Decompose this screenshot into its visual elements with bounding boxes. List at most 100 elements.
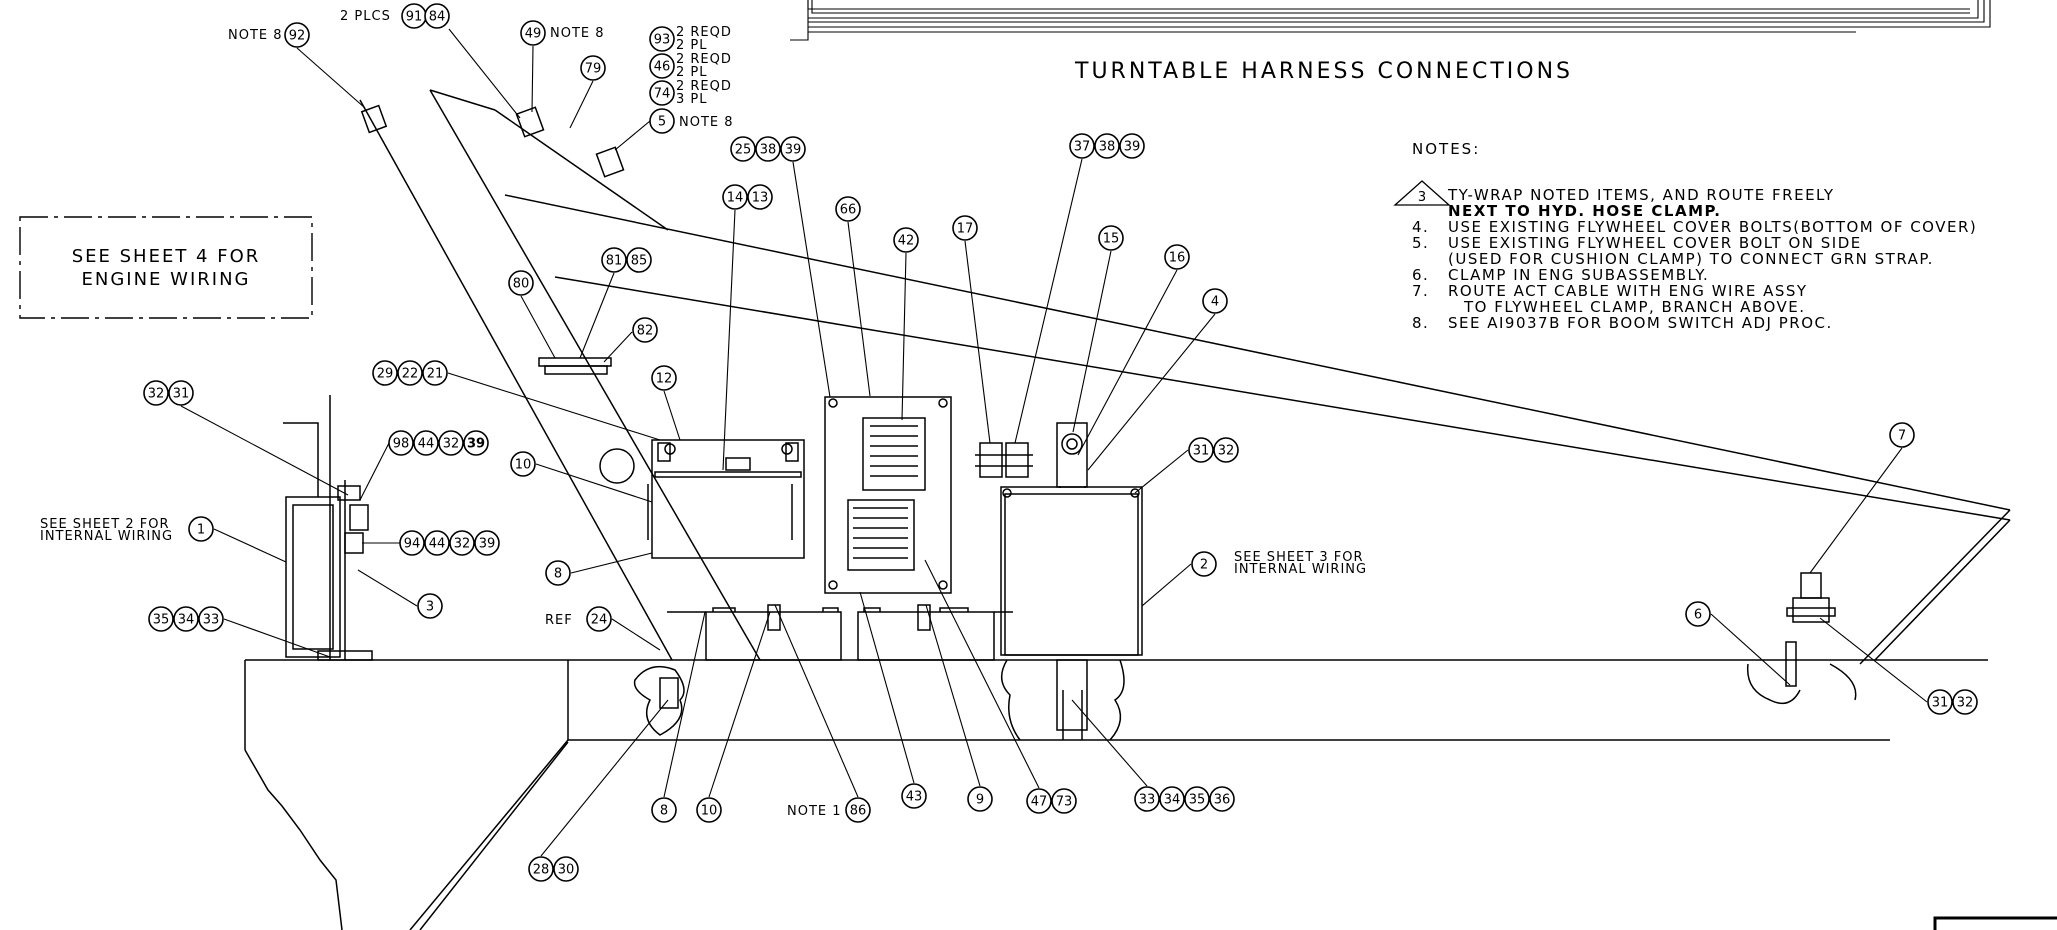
item-balloon-8: 8 [651,797,677,823]
label-note8-b: NOTE 8 [550,26,605,41]
balloon-number: 30 [558,863,575,878]
title-block-corner [1933,916,2057,930]
item-balloon-32: 32 [143,380,169,406]
balloon-number: 39 [1124,140,1141,155]
balloon-circle [649,26,675,52]
note7-line2: TO FLYWHEEL CLAMP, BRANCH ABOVE. [1463,298,1806,316]
balloon-circle [143,380,169,406]
control-box-right [1000,486,1143,741]
right-switch [1746,572,1857,705]
balloon-number: 39 [785,143,802,158]
note6-number: 6. [1412,266,1429,284]
balloon-circle [601,247,627,273]
item-balloon-34: 34 [1159,786,1185,812]
item-balloon-74: 74 [649,80,675,106]
note4-number: 4. [1412,218,1429,236]
balloon-circle [893,227,919,253]
balloon-number: 36 [1214,793,1231,808]
balloon-circle [1927,689,1953,715]
label-ref: REF [545,613,573,628]
connector-pair [975,442,1033,478]
balloon-circle [626,247,652,273]
balloon-circle [1952,689,1978,715]
balloon-number: 74 [654,87,671,102]
frame-cutout [633,665,685,736]
balloon-number: 2 [1200,558,1208,573]
balloon-circle [967,786,993,812]
label-note8-c: NOTE 8 [679,115,734,130]
balloon-circle [1134,786,1160,812]
balloon-circle [1164,244,1190,270]
balloon-circle [722,184,748,210]
balloon-number: 98 [393,437,410,452]
note3-number: 3 [1418,190,1426,205]
item-balloon-13: 13 [747,184,773,210]
balloon-circle [1213,437,1239,463]
balloon-circle [463,430,489,456]
item-balloon-46: 46 [649,53,675,79]
item-balloon-15: 15 [1098,225,1124,251]
item-balloon-44: 44 [424,530,450,556]
see-sheet-4-line1: SEE SHEET 4 FOR [72,246,261,267]
item-balloon-80: 80 [508,270,534,296]
item-balloon-10: 10 [696,797,722,823]
balloon-number: 10 [515,458,532,473]
balloon-number: 35 [153,613,170,628]
balloon-number: 21 [427,367,444,382]
balloon-circle [730,136,756,162]
balloon-number: 46 [654,60,671,75]
label-74-pl: 3 PL [676,92,708,107]
balloon-number: 86 [850,804,867,819]
label-93-reqd: 2 REQD [676,25,732,40]
balloon-circle [424,530,450,556]
item-balloon-35: 35 [1184,786,1210,812]
battery [599,439,805,559]
item-balloon-94: 94 [399,530,425,556]
balloon-circle [1184,786,1210,812]
balloon-circle [1188,437,1214,463]
item-balloon-34: 34 [173,606,199,632]
item-balloon-42: 42 [893,227,919,253]
balloon-circle [632,317,658,343]
note6-line1: CLAMP IN ENG SUBASSEMBLY. [1448,266,1709,284]
item-balloon-8: 8 [545,560,571,586]
lower-battery-boxes [667,604,1013,661]
note3-line2: NEXT TO HYD. HOSE CLAMP. [1448,202,1721,220]
balloon-circle [148,606,174,632]
item-balloon-49: 49 [520,20,546,46]
note8-line1: SEE AI9037B FOR BOOM SWITCH ADJ PROC. [1448,314,1833,332]
item-balloon-7: 7 [1889,422,1915,448]
balloon-circle [372,360,398,386]
balloon-number: 80 [513,277,530,292]
item-balloon-92: 92 [284,22,310,48]
balloon-number: 28 [533,863,550,878]
item-balloon-35: 35 [148,606,174,632]
balloon-circle [1119,133,1145,159]
balloon-circle [1889,422,1915,448]
note7-line1: ROUTE ACT CABLE WITH ENG WIRE ASSY [1448,282,1808,300]
balloon-number: 91 [406,10,423,25]
balloon-number: 81 [606,254,623,269]
label-note1: NOTE 1 [787,804,842,819]
balloon-number: 92 [289,29,306,44]
note8-number: 8. [1412,314,1429,332]
item-balloon-31: 31 [1188,437,1214,463]
item-balloon-36: 36 [1209,786,1235,812]
item-balloon-2: 2 [1191,551,1217,577]
balloon-number: 73 [1056,795,1073,810]
balloon-number: 8 [554,567,562,582]
balloon-number: 4 [1211,295,1219,310]
balloon-number: 31 [173,387,190,402]
balloon-circle [1159,786,1185,812]
item-balloon-4: 4 [1202,288,1228,314]
item-balloon-33: 33 [198,606,224,632]
item-balloon-30: 30 [553,856,579,882]
item-balloon-33: 33 [1134,786,1160,812]
balloon-number: 32 [1957,696,1974,711]
label-46-reqd: 2 REQD [676,52,732,67]
item-balloon-5: 5 [649,108,675,134]
label-2plcs: 2 PLCS [340,9,391,24]
balloon-circle [1685,601,1711,627]
item-balloon-16: 16 [1164,244,1190,270]
balloon-circle [188,516,214,542]
